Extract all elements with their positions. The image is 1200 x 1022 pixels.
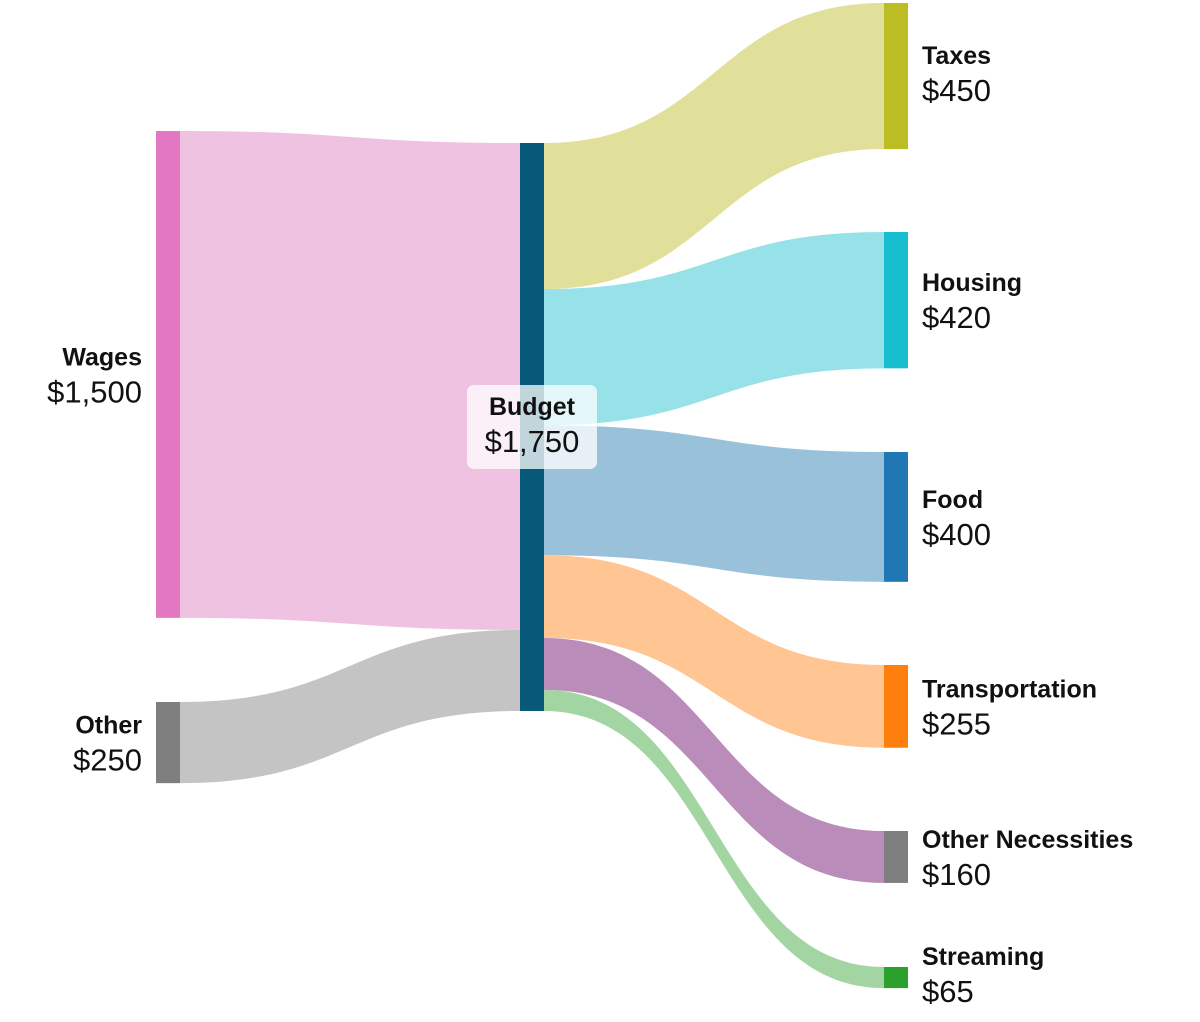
node-label-other-necessities: Other Necessities [922,826,1133,854]
nodes-layer [156,3,908,989]
node-value-housing: $420 [922,300,991,335]
node-taxes[interactable] [884,3,908,150]
links-layer [180,3,884,989]
link-budget-to-taxes[interactable] [544,3,884,290]
node-wages[interactable] [156,131,180,618]
link-budget-to-other-necessities[interactable] [544,637,884,883]
node-label-wages: Wages [62,343,142,371]
node-value-wages: $1,500 [47,374,142,409]
node-other[interactable] [156,702,180,784]
node-value-streaming: $65 [922,974,974,1009]
link-budget-to-streaming[interactable] [544,689,884,989]
link-budget-to-transportation[interactable] [544,555,884,748]
node-label-budget: Budget [489,393,576,421]
node-transportation[interactable] [884,665,908,748]
node-label-housing: Housing [922,269,1022,297]
node-food[interactable] [884,452,908,582]
link-budget-to-food[interactable] [544,425,884,582]
node-value-food: $400 [922,517,991,552]
node-label-streaming: Streaming [922,943,1044,971]
link-wages-to-budget[interactable] [180,131,520,630]
node-housing[interactable] [884,232,908,369]
node-label-food: Food [922,486,983,514]
node-value-transportation: $255 [922,706,991,741]
node-label-other: Other [75,712,142,740]
node-value-taxes: $450 [922,73,991,108]
node-value-budget: $1,750 [485,424,580,459]
budget-label-background [467,385,597,469]
node-label-taxes: Taxes [922,42,991,70]
node-value-other-necessities: $160 [922,857,991,892]
link-other-to-budget[interactable] [180,629,520,784]
node-label-transportation: Transportation [922,675,1097,703]
node-other-necessities[interactable] [884,831,908,883]
node-value-other: $250 [73,743,142,778]
node-streaming[interactable] [884,967,908,989]
link-budget-to-housing[interactable] [544,232,884,426]
